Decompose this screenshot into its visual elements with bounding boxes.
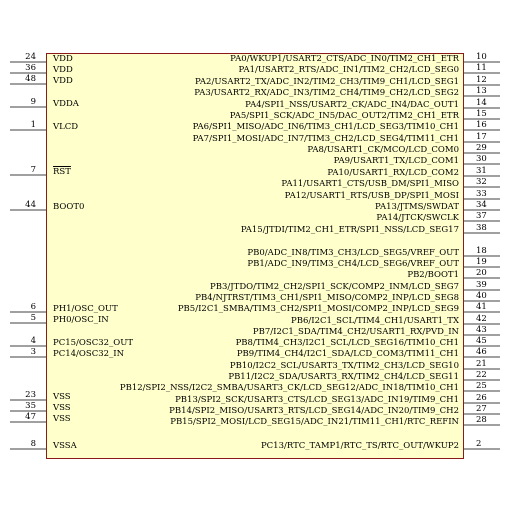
pin-label: PB3/JTDO/TIM2_CH2/SPI1_SCK/COMP2_INM/LCD…: [210, 282, 459, 292]
pin-number: 7: [30, 165, 36, 175]
pin-number: 9: [30, 97, 36, 107]
pin-label: VDD: [53, 54, 73, 64]
pin-number: 15: [476, 109, 487, 119]
pin-number: 14: [476, 98, 487, 108]
pin-number: 2: [476, 439, 482, 449]
pin-label: PA14/JTCK/SWCLK: [376, 213, 459, 223]
pin-label: PB7/I2C1_SDA/TIM4_CH2/USART1_RX/PVD_IN: [252, 327, 459, 337]
pin-number: 28: [476, 415, 487, 425]
pin-number: 34: [476, 200, 487, 210]
pin-number: 43: [476, 325, 487, 335]
pin-label: PB15/SPI2_MOSI/LCD_SEG15/ADC_IN21/TIM11_…: [170, 417, 459, 427]
pin-number: 47: [25, 412, 36, 422]
pin-number: 25: [476, 381, 487, 391]
pin-label: PA2/USART2_TX/ADC_IN2/TIM2_CH3/TIM9_CH1/…: [194, 77, 459, 87]
pin-label: PB4/NJTRST/TIM3_CH1/SPI1_MISO/COMP2_INP/…: [195, 293, 459, 303]
pin-label: PA4/SPI1_NSS/USART2_CK/ADC_IN4/DAC_OUT1: [245, 100, 459, 110]
pin-label: PB9/TIM4_CH4/I2C1_SDA/LCD_COM3/TIM11_CH1: [236, 349, 459, 359]
pin-label: PB11/I2C2_SDA/USART3_RX/TIM2_CH4/LCD_SEG…: [228, 372, 459, 382]
pin-number: 13: [476, 86, 487, 96]
pin-label: PA15/JTDI/TIM2_CH1_ETR/SPI1_NSS/LCD_SEG1…: [240, 225, 459, 235]
pin-label: PA10/USART1_RX/LCD_COM2: [327, 168, 459, 178]
pin-number: 40: [476, 291, 487, 301]
pin-label: VDDA: [53, 99, 79, 109]
pin-number: 48: [25, 74, 36, 84]
pin-number: 12: [476, 75, 487, 85]
pin-label: PA5/SPI1_SCK/ADC_IN5/DAC_OUT2/TIM2_CH1_E…: [229, 111, 459, 121]
pin-number: 35: [25, 401, 36, 411]
pin-label: PB6/I2C1_SCL/TIM4_CH1/USART1_TX: [291, 316, 459, 326]
pin-number: 45: [476, 336, 487, 346]
pin-number: 42: [476, 314, 487, 324]
pin-label: PB13/SPI2_SCK/USART3_CTS/LCD_SEG13/ADC_I…: [175, 395, 459, 405]
pin-label: PB1/ADC_IN9/TIM3_CH4/LCD_SEG6/VREF_OUT: [247, 259, 459, 269]
pin-label: PA0/WKUP1/USART2_CTS/ADC_IN0/TIM2_CH1_ET…: [230, 54, 459, 64]
pin-number: 19: [476, 257, 487, 267]
pin-number: 22: [476, 370, 487, 380]
pin-label: PC15/OSC32_OUT: [53, 338, 134, 348]
pin-number: 16: [476, 120, 487, 130]
pin-label: PB10/I2C2_SCL/USART3_TX/TIM2_CH3/LCD_SEG…: [229, 361, 459, 371]
pin-label: PB14/SPI2_MISO/USART3_RTS/LCD_SEG14/ADC_…: [169, 406, 459, 416]
pin-number: 38: [476, 223, 487, 233]
pin-label: PC14/OSC32_IN: [53, 349, 125, 359]
pin-number: 29: [476, 143, 487, 153]
pin-number: 32: [476, 177, 487, 187]
pin-number: 24: [25, 52, 36, 62]
pin-label: RST: [53, 167, 71, 177]
pin-number: 6: [30, 302, 36, 312]
pin-number: 21: [476, 359, 487, 369]
pin-number: 27: [476, 404, 487, 414]
pin-label: VDD: [53, 65, 73, 75]
pin-number: 36: [25, 63, 36, 73]
pin-label: PA6/SPI1_MISO/ADC_IN6/TIM3_CH1/LCD_SEG3/…: [192, 122, 459, 132]
pin-number: 37: [476, 211, 487, 221]
pin-number: 5: [30, 313, 36, 323]
pin-number: 10: [476, 52, 487, 62]
pin-number: 8: [30, 439, 36, 449]
pin-label: PA8/USART1_CK/MCO/LCD_COM0: [307, 145, 459, 155]
pin-number: 17: [476, 132, 487, 142]
pin-number: 11: [476, 63, 487, 73]
pin-number: 26: [476, 393, 487, 403]
pin-label: PA3/USART2_RX/ADC_IN3/TIM2_CH4/TIM9_CH2/…: [194, 88, 459, 98]
pin-label: PB2/BOOT1: [407, 270, 459, 280]
pin-label: PB5/I2C1_SMBA/TIM3_CH2/SPI1_MOSI/COMP2_I…: [177, 304, 459, 314]
pin-number: 1: [30, 120, 36, 130]
pin-label: PA1/USART2_RTS/ADC_IN1/TIM2_CH2/LCD_SEG0: [238, 65, 459, 75]
pin-number: 39: [476, 280, 487, 290]
pin-number: 30: [476, 154, 487, 164]
pin-label: VSS: [53, 414, 71, 424]
pin-label: PH0/OSC_IN: [53, 315, 109, 325]
pin-label: PH1/OSC_OUT: [53, 304, 118, 314]
pin-number: 3: [30, 347, 36, 357]
pin-number: 46: [476, 347, 487, 357]
pin-number: 23: [25, 390, 36, 400]
pin-label: PA11/USART1_CTS/USB_DM/SPI1_MISO: [281, 179, 459, 189]
pin-label: PA7/SPI1_MOSI/ADC_IN7/TIM3_CH2/LCD_SEG4/…: [192, 134, 459, 144]
pin-label: BOOT0: [53, 202, 85, 212]
pin-label: VSS: [53, 392, 71, 402]
pin-label: VSS: [53, 403, 71, 413]
pin-number: 33: [476, 189, 487, 199]
pin-number: 18: [476, 246, 487, 256]
pin-label: PB12/SPI2_NSS/I2C2_SMBA/USART3_CK/LCD_SE…: [119, 383, 459, 393]
pin-label: PA12/USART1_RTS/USB_DP/SPI1_MOSI: [284, 191, 459, 201]
pin-label: PA13/JTMS/SWDAT: [375, 202, 459, 212]
pin-number: 4: [30, 336, 36, 346]
pin-label: VLCD: [53, 122, 79, 132]
pin-label: VDD: [53, 76, 73, 86]
pin-label: PB0/ADC_IN8/TIM3_CH3/LCD_SEG5/VREF_OUT: [247, 248, 459, 258]
pin-label: PC13/RTC_TAMP1/RTC_TS/RTC_OUT/WKUP2: [260, 441, 459, 451]
pin-label: PB8/TIM4_CH3/I2C1_SCL/LCD_SEG16/TIM10_CH…: [235, 338, 459, 348]
ic-body: [46, 53, 464, 459]
pin-number: 41: [476, 302, 487, 312]
pin-label: VSSA: [53, 441, 77, 451]
pin-number: 31: [476, 166, 487, 176]
pin-number: 20: [476, 268, 487, 278]
pin-number: 44: [25, 200, 36, 210]
pin-label: PA9/USART1_TX/LCD_COM1: [333, 156, 459, 166]
